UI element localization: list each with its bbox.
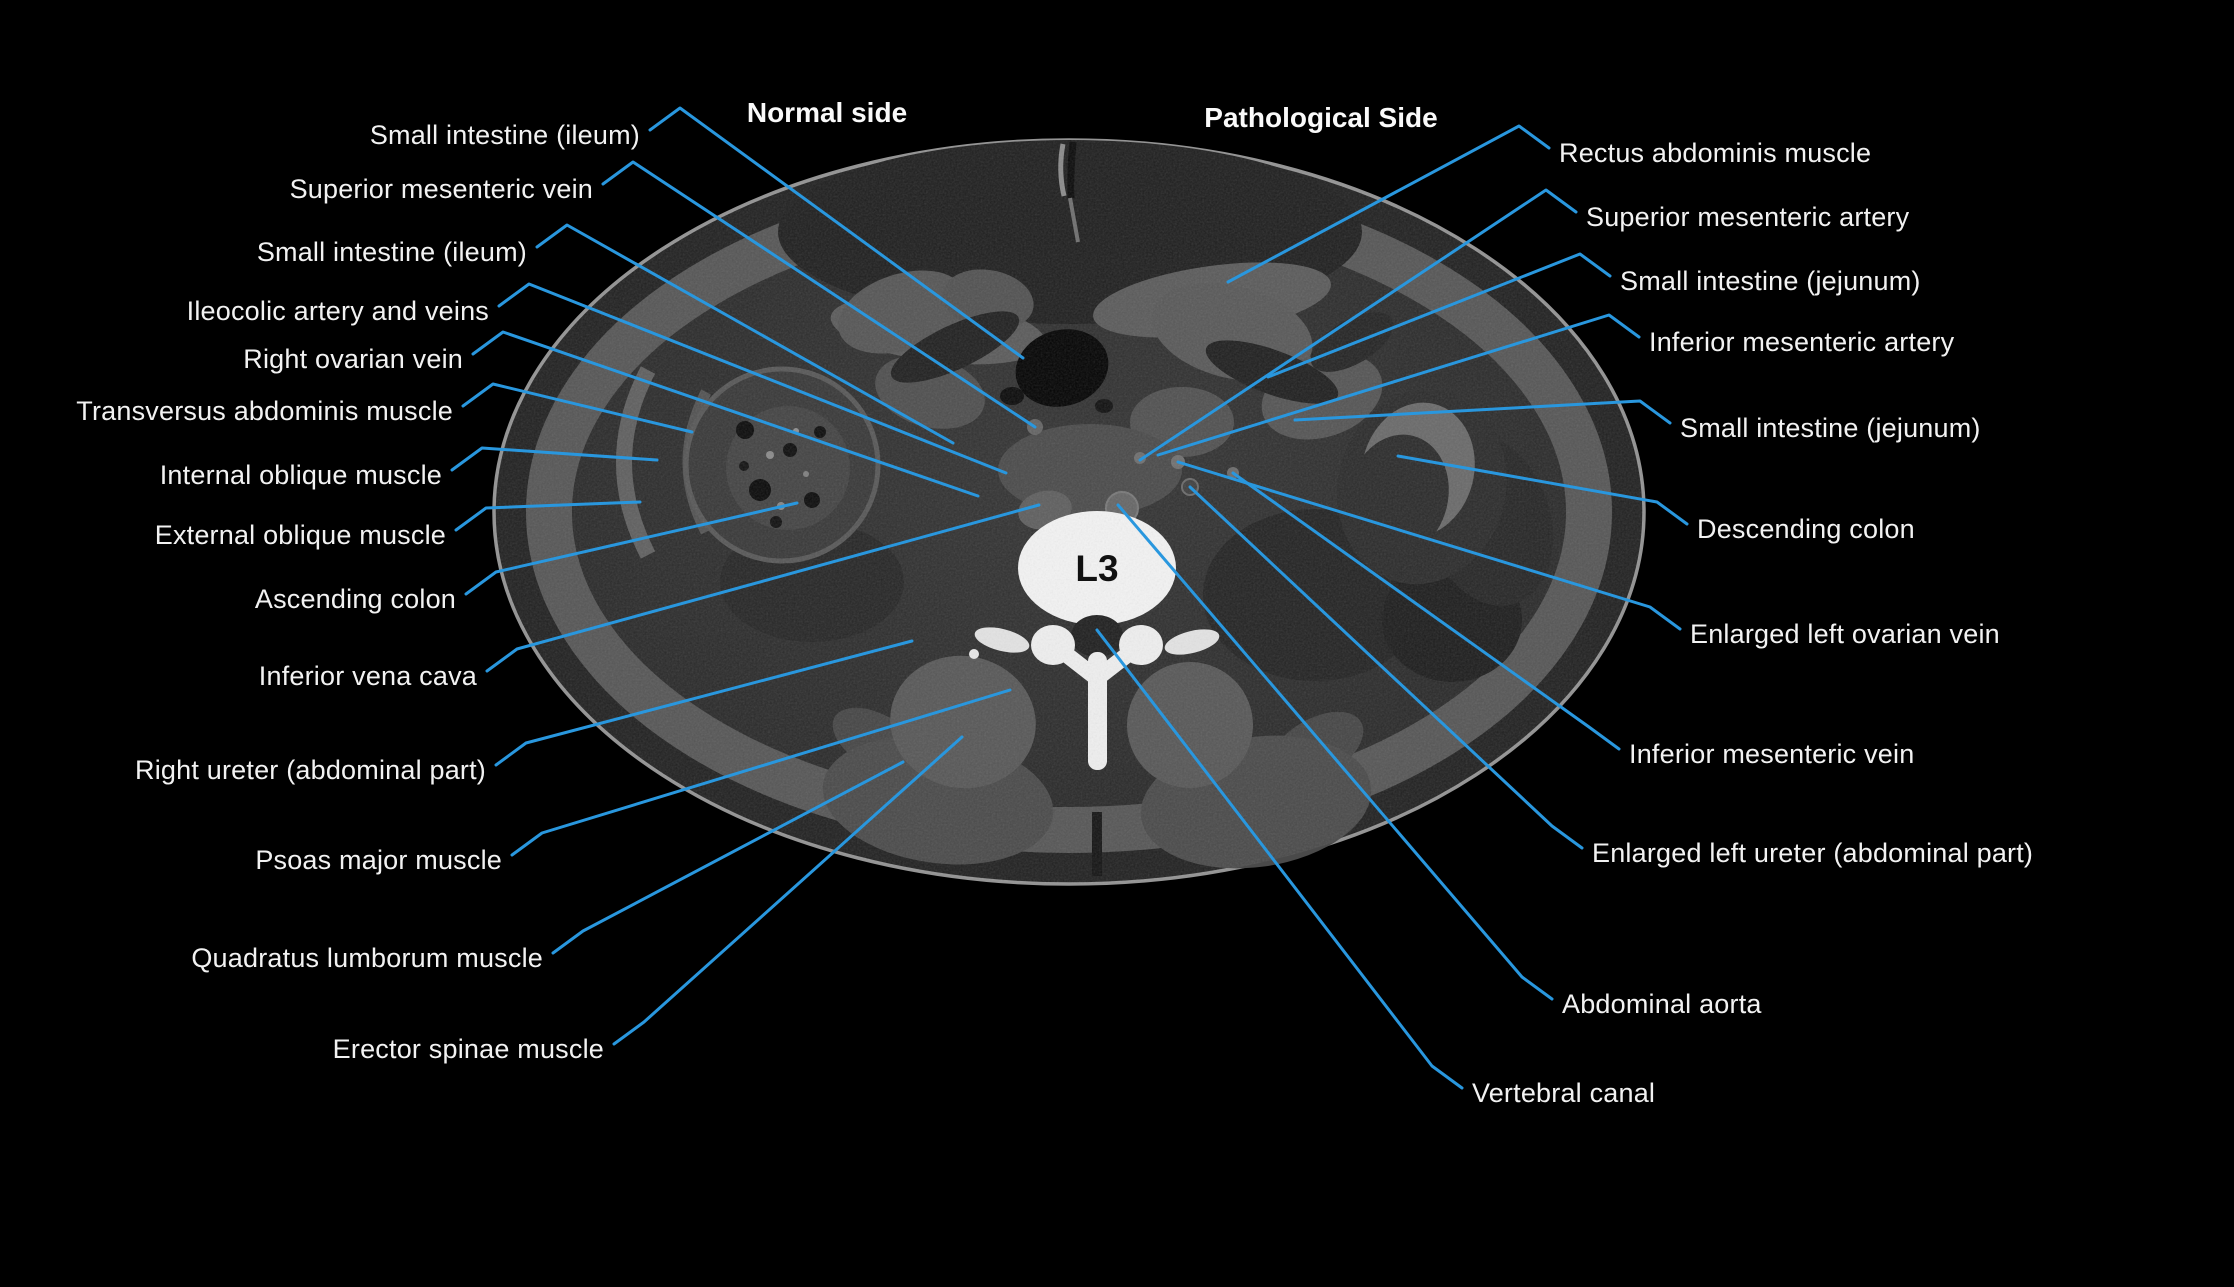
leader-line-small-intestine-jejunum-1 bbox=[1266, 252, 1612, 379]
label-right-ovarian-vein: Right ovarian vein bbox=[243, 344, 463, 374]
leader-line-erector-spinae bbox=[612, 735, 964, 1046]
leader-line-quadratus-lumborum bbox=[551, 760, 905, 955]
leader-lines bbox=[450, 106, 1689, 1090]
leader-line-internal-oblique bbox=[450, 446, 659, 472]
leader-line-rectus-abdominis bbox=[1226, 124, 1551, 284]
label-right-ureter: Right ureter (abdominal part) bbox=[135, 755, 486, 785]
leader-line-small-intestine-jejunum-2 bbox=[1293, 399, 1672, 425]
leader-line-right-ovarian-vein bbox=[471, 330, 980, 498]
label-vertebral-canal: Vertebral canal bbox=[1472, 1078, 1656, 1108]
label-rectus-abdominis: Rectus abdominis muscle bbox=[1559, 138, 1872, 168]
leader-line-inferior-mesenteric-vein bbox=[1231, 471, 1621, 751]
label-inferior-vena-cava: Inferior vena cava bbox=[258, 661, 477, 691]
leader-line-vertebral-canal bbox=[1095, 628, 1464, 1090]
leader-line-enlarged-left-ovarian-vein bbox=[1176, 460, 1682, 631]
ct-image: L3 bbox=[492, 138, 1646, 886]
ct-noise bbox=[494, 140, 1644, 884]
leader-line-small-intestine-ileum-1 bbox=[648, 106, 1025, 360]
label-ileocolic-artery-and-veins: Ileocolic artery and veins bbox=[186, 296, 489, 326]
leader-line-abdominal-aorta bbox=[1116, 503, 1554, 1001]
label-enlarged-left-ureter: Enlarged left ureter (abdominal part) bbox=[1592, 838, 2034, 868]
label-transversus-abdominis: Transversus abdominis muscle bbox=[76, 396, 453, 426]
leader-line-superior-mesenteric-artery bbox=[1138, 188, 1578, 462]
label-small-intestine-jejunum-1: Small intestine (jejunum) bbox=[1620, 266, 1921, 296]
header-pathological-side: Pathological Side bbox=[1204, 102, 1438, 133]
leader-line-psoas-major bbox=[510, 688, 1012, 857]
label-small-intestine-jejunum-2: Small intestine (jejunum) bbox=[1680, 413, 1981, 443]
leader-line-descending-colon bbox=[1396, 454, 1689, 526]
leader-line-enlarged-left-ureter bbox=[1188, 485, 1584, 850]
leader-line-ascending-colon bbox=[464, 501, 799, 596]
label-small-intestine-ileum-2: Small intestine (ileum) bbox=[256, 237, 527, 267]
label-enlarged-left-ovarian-vein: Enlarged left ovarian vein bbox=[1690, 619, 2000, 649]
label-inferior-mesenteric-vein: Inferior mesenteric vein bbox=[1629, 739, 1915, 769]
leader-line-transversus-abdominis bbox=[461, 382, 694, 434]
leader-line-inferior-vena-cava bbox=[485, 503, 1041, 673]
label-quadratus-lumborum: Quadratus lumborum muscle bbox=[191, 943, 543, 973]
leader-line-right-ureter bbox=[494, 639, 914, 767]
header-normal-side: Normal side bbox=[746, 97, 908, 128]
leader-line-small-intestine-ileum-2 bbox=[535, 223, 955, 445]
label-inferior-mesenteric-artery: Inferior mesenteric artery bbox=[1649, 327, 1955, 357]
label-descending-colon: Descending colon bbox=[1697, 514, 1915, 544]
label-psoas-major: Psoas major muscle bbox=[255, 845, 502, 875]
leader-line-external-oblique bbox=[454, 500, 642, 532]
label-superior-mesenteric-artery: Superior mesenteric artery bbox=[1586, 202, 1910, 232]
label-external-oblique: External oblique muscle bbox=[154, 520, 446, 550]
label-small-intestine-ileum-1: Small intestine (ileum) bbox=[369, 120, 640, 150]
vertebra-level-label: L3 bbox=[1075, 548, 1118, 589]
label-internal-oblique: Internal oblique muscle bbox=[159, 460, 442, 490]
label-erector-spinae: Erector spinae muscle bbox=[332, 1034, 604, 1064]
leader-line-inferior-mesenteric-artery bbox=[1156, 313, 1641, 457]
label-abdominal-aorta: Abdominal aorta bbox=[1562, 989, 1762, 1019]
label-ascending-colon: Ascending colon bbox=[254, 584, 456, 614]
leader-line-ileocolic-artery-and-veins bbox=[497, 282, 1008, 475]
leader-line-superior-mesenteric-vein bbox=[601, 160, 1037, 429]
label-superior-mesenteric-vein: Superior mesenteric vein bbox=[289, 174, 593, 204]
